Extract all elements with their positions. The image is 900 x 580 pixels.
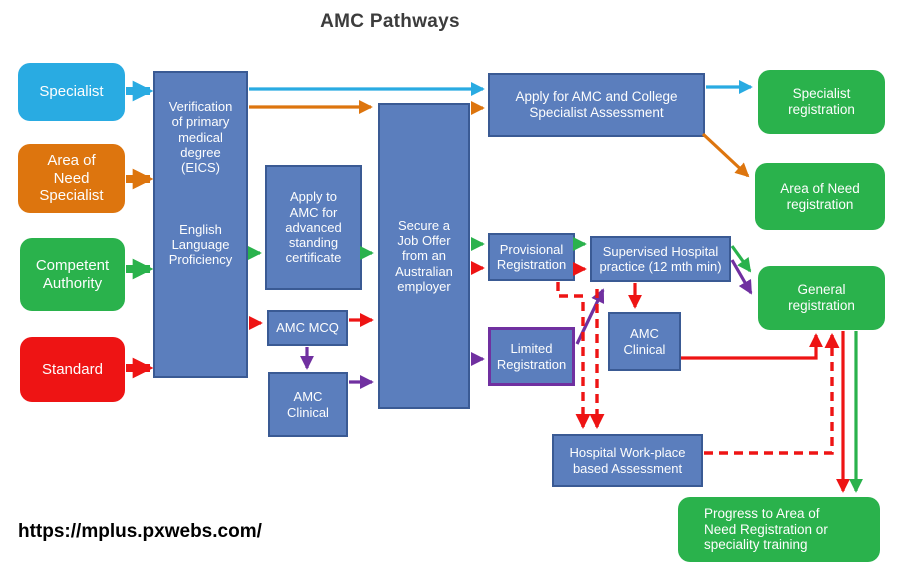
- node-supervised-practice-label: Supervised Hospital practice (12 mth min…: [599, 243, 722, 274]
- node-apply-advanced: Apply to AMC for advanced standing certi…: [265, 165, 362, 290]
- node-amc-mcq-label: AMC MCQ: [276, 320, 339, 336]
- arrow-amc-clinical-2-to-general: [681, 333, 824, 360]
- node-secure-job-label: Secure a Job Offer from an Australian em…: [395, 217, 453, 294]
- arrow-hospital-to-general-dashed: [704, 333, 840, 455]
- node-hospital-workplace-label: Hospital Work-place based Assessment: [569, 445, 686, 476]
- node-competent-authority: Competent Authority: [20, 238, 125, 311]
- node-general-registration-label: General registration: [788, 282, 855, 313]
- node-apply-advanced-label: Apply to AMC for advanced standing certi…: [285, 189, 342, 266]
- node-standard-label: Standard: [42, 360, 103, 378]
- node-supervised-practice: Supervised Hospital practice (12 mth min…: [590, 236, 731, 282]
- node-verification-label-2: English Language Proficiency: [168, 221, 233, 268]
- node-specialist-label: Specialist: [39, 83, 104, 101]
- node-verification-label-1: Verification of primary medical degree (…: [168, 99, 233, 176]
- arrow-supervised-to-general-green: [730, 245, 752, 273]
- node-provisional-registration: Provisional Registration: [488, 233, 575, 281]
- node-standard: Standard: [20, 337, 125, 402]
- diagram-title: AMC Pathways: [320, 11, 460, 32]
- arrow-apply-college-to-area-of-need-registration: [701, 132, 750, 178]
- node-apply-college-label: Apply for AMC and College Specialist Ass…: [515, 89, 678, 120]
- node-specialist-registration-label: Specialist registration: [788, 86, 855, 117]
- node-specialist-registration: Specialist registration: [758, 70, 885, 134]
- node-area-of-need-registration: Area of Need registration: [755, 163, 885, 230]
- arrow-limited-to-supervised: [575, 288, 605, 345]
- node-amc-mcq: AMC MCQ: [267, 310, 348, 346]
- node-progress-label: Progress to Area of Need Registration or…: [704, 505, 828, 553]
- node-hospital-workplace: Hospital Work-place based Assessment: [552, 434, 703, 487]
- node-apply-college: Apply for AMC and College Specialist Ass…: [488, 73, 705, 137]
- node-progress: Progress to Area of Need Registration or…: [678, 497, 880, 562]
- site-url: https://mplus.pxwebs.com/: [18, 521, 262, 542]
- node-area-of-need-registration-label: Area of Need registration: [780, 180, 860, 212]
- node-amc-clinical-2: AMC Clinical: [608, 312, 681, 371]
- node-amc-clinical-1: AMC Clinical: [268, 372, 348, 437]
- node-area-of-need-specialist: Area of Need Specialist: [18, 144, 125, 213]
- node-specialist: Specialist: [18, 63, 125, 121]
- node-secure-job: Secure a Job Offer from an Australian em…: [378, 103, 470, 409]
- arrow-supervised-to-general-purple: [730, 259, 753, 295]
- node-amc-clinical-2-label: AMC Clinical: [623, 326, 666, 357]
- node-provisional-registration-label: Provisional Registration: [496, 241, 567, 272]
- node-limited-registration-label: Limited Registration: [496, 341, 567, 372]
- node-verification: Verification of primary medical degree (…: [153, 71, 248, 378]
- node-amc-clinical-1-label: AMC Clinical: [287, 389, 329, 420]
- node-area-of-need-specialist-label: Area of Need Specialist: [39, 151, 104, 205]
- node-general-registration: General registration: [758, 266, 885, 330]
- node-competent-authority-label: Competent Authority: [35, 256, 110, 292]
- node-limited-registration: Limited Registration: [488, 327, 575, 386]
